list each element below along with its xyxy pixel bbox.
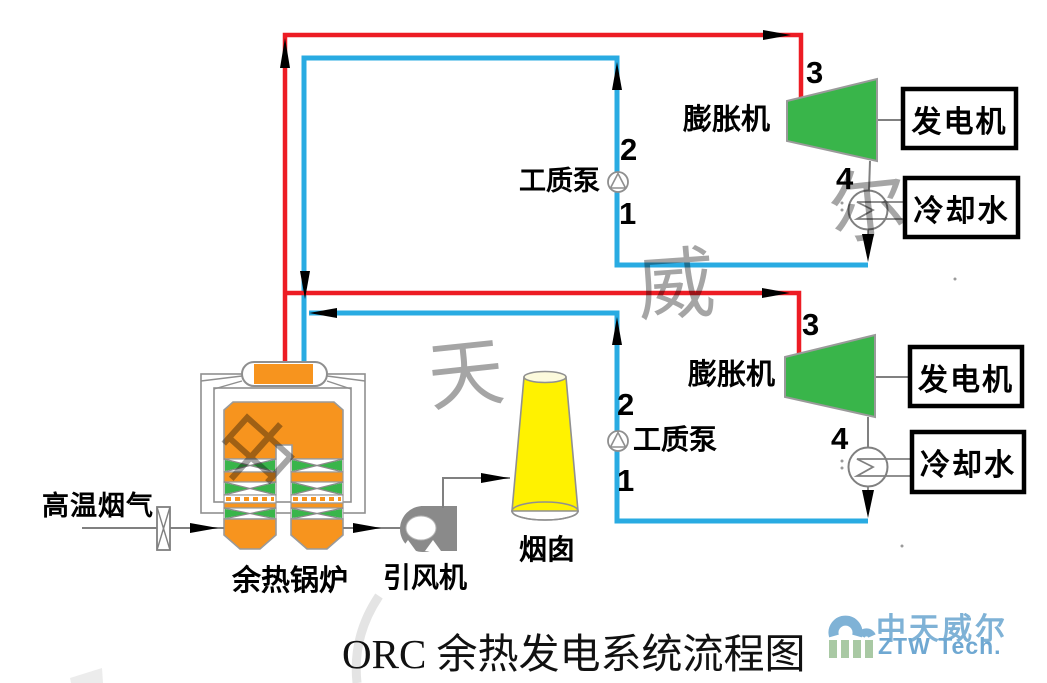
generator-box-top: [900, 86, 1019, 151]
boiler-right-leg: [290, 458, 344, 550]
ztw-logo-icon: [828, 615, 876, 658]
flue-inlet-label: 高温烟气: [42, 491, 154, 521]
boiler-left-leg: [223, 458, 277, 550]
bottom-loop-equipment: [607, 333, 1027, 496]
chimney-label: 烟囱: [519, 534, 576, 565]
state-point-4-top: 4: [836, 161, 854, 196]
cold-pipe-bottom-loop: [309, 310, 868, 524]
hot-pipe-bottom-loop: [285, 290, 802, 357]
watermark-char-wei: 威: [634, 239, 718, 332]
chimney-icon: [511, 370, 579, 521]
state-point-2-top: 2: [620, 132, 638, 167]
state-point-1-top: 1: [619, 196, 637, 231]
fan-label: 引风机: [383, 562, 468, 593]
flue-inlet-line: [82, 506, 224, 551]
diagram-title: ORC 余热发电系统流程图: [342, 631, 806, 677]
logo-name-en: ZTW Tech.: [878, 633, 1002, 659]
boiler-icon: [200, 373, 366, 550]
faint-watermark-fragments: [70, 593, 383, 683]
condenser-icon-bottom: [847, 446, 889, 488]
cooling-water-box-top: [902, 175, 1021, 240]
boiler-label: 余热锅炉: [232, 565, 349, 597]
hot-pipes: [282, 32, 804, 363]
generator-label-top: 发电机: [911, 105, 1008, 139]
cooling-water-label-top: 冷却水: [913, 194, 1010, 228]
state-point-3-bottom: 3: [802, 307, 820, 342]
specks: [840, 201, 957, 548]
hot-pipe-top-loop: [282, 32, 804, 363]
cold-pipes: [301, 55, 868, 524]
top-loop-equipment: [607, 77, 1021, 240]
logo-name-cn: 中天威尔: [876, 613, 1008, 646]
cooling-water-label-bottom: 冷却水: [920, 449, 1016, 482]
pump-label-bottom: 工质泵: [633, 424, 718, 455]
expander-label-bottom: 膨胀机: [688, 359, 776, 391]
boiler-drum-icon: [241, 361, 328, 387]
state-point-2-bottom: 2: [617, 387, 635, 422]
expander-label-top: 膨胀机: [683, 104, 771, 136]
generator-label-bottom: 发电机: [918, 363, 1014, 397]
generator-box-bottom: [907, 344, 1025, 409]
state-point-1-bottom: 1: [617, 463, 635, 498]
fan-to-chimney-line: [442, 473, 510, 508]
cooling-water-box-bottom: [909, 429, 1027, 495]
watermark-char-tian: 天: [423, 330, 509, 422]
state-point-3-top: 3: [806, 55, 824, 90]
watermark-char-er: 尔: [824, 160, 912, 255]
cold-pipe-top-loop: [301, 55, 868, 363]
expander-icon-bottom: [784, 333, 876, 419]
fan-icon: [400, 506, 457, 552]
expander-icon-top: [786, 77, 878, 163]
state-point-4-bottom: 4: [831, 421, 849, 456]
flow-arrows: [280, 30, 874, 518]
pump-label-top: 工质泵: [519, 166, 600, 196]
